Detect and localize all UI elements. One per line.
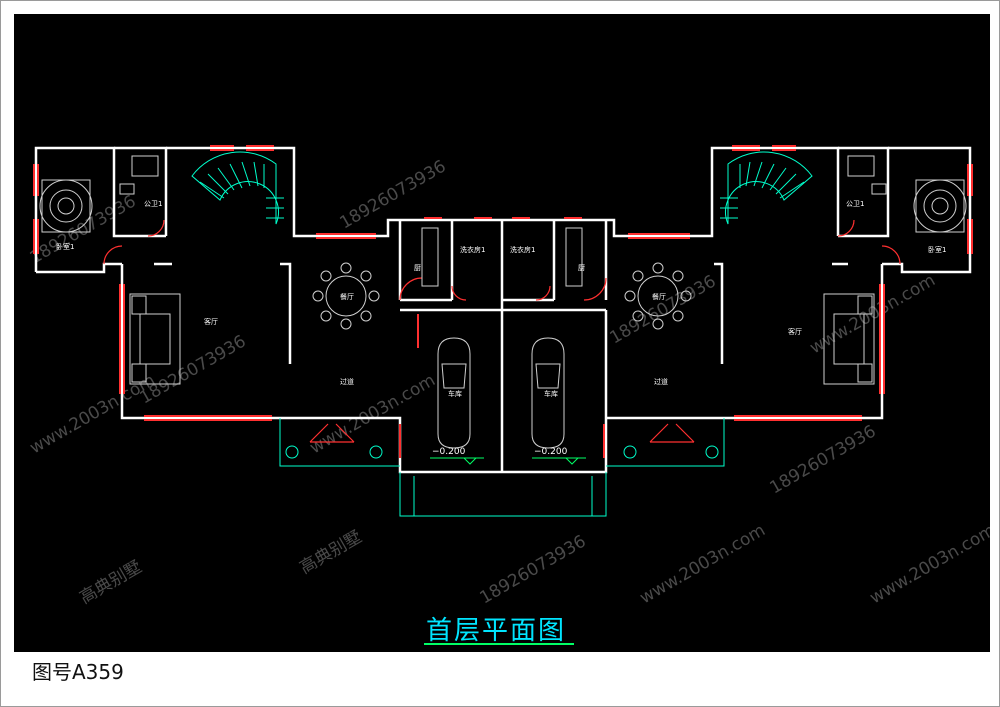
stairs (191, 151, 813, 225)
watermark-site: www.2003n.com (867, 520, 991, 608)
label-dining-left: 餐厅 (340, 292, 354, 301)
label-laundry-left: 洗衣房1 (460, 245, 485, 254)
furniture (39, 155, 967, 449)
garage-level-left: −0.200 (432, 447, 466, 457)
label-laundry-right: 洗衣房1 (510, 245, 535, 254)
label-kitchen-left: 厨 (414, 264, 421, 272)
label-living-right: 客厅 (788, 327, 802, 336)
watermark-phone: 18926073936 (137, 332, 250, 409)
label-bath-right: 公卫1 (846, 200, 864, 208)
label-kitchen-right: 厨 (578, 264, 585, 272)
label-garage-right: 车库 (544, 389, 558, 398)
cad-canvas: 18926073936 www.2003n.com 18926073936 高典… (14, 14, 990, 652)
title-underline (424, 643, 574, 645)
label-living-left: 客厅 (204, 317, 218, 326)
watermark-site: www.2003n.com (637, 520, 769, 608)
watermark-brand: 高典别墅 (297, 527, 366, 578)
watermark-phone: 18926073936 (27, 192, 140, 269)
watermark-phone: 18926073936 (767, 422, 880, 499)
watermark-brand: 高典别墅 (77, 557, 146, 608)
level-markers (430, 457, 586, 465)
label-bedroom-left: 卧室1 (56, 242, 74, 251)
walls (34, 146, 972, 474)
windows (33, 145, 973, 458)
garage-level-right: −0.200 (534, 447, 568, 457)
floor-plan: 18926073936 www.2003n.com 18926073936 高典… (27, 145, 991, 609)
label-dining-right: 餐厅 (652, 292, 666, 301)
watermark-site: www.2003n.com (807, 270, 939, 358)
label-corridor-left: 过道 (340, 377, 354, 386)
terraces (279, 418, 725, 517)
watermark-phone: 18926073936 (477, 532, 590, 609)
label-garage-left: 车库 (448, 389, 462, 398)
watermark-phone: 18926073936 (337, 157, 450, 234)
label-bath-left: 公卫1 (144, 200, 162, 208)
watermark-layer: 18926073936 www.2003n.com 18926073936 高典… (27, 157, 991, 609)
watermark-site: www.2003n.com (307, 370, 439, 458)
label-corridor-right: 过道 (654, 377, 668, 386)
room-labels: 卧室1 公卫1 客厅 餐厅 过道 厨 洗衣房1 车库 洗衣房1 厨 车库 餐厅 … (56, 200, 946, 398)
level-marks: −0.200 −0.200 (432, 447, 568, 457)
doors (103, 219, 901, 443)
watermark-phone: 18926073936 (607, 272, 720, 349)
label-bedroom-right: 卧室1 (928, 245, 946, 254)
drawing-number: 图号A359 (32, 660, 124, 684)
drawing-title: 首层平面图 (426, 616, 567, 646)
